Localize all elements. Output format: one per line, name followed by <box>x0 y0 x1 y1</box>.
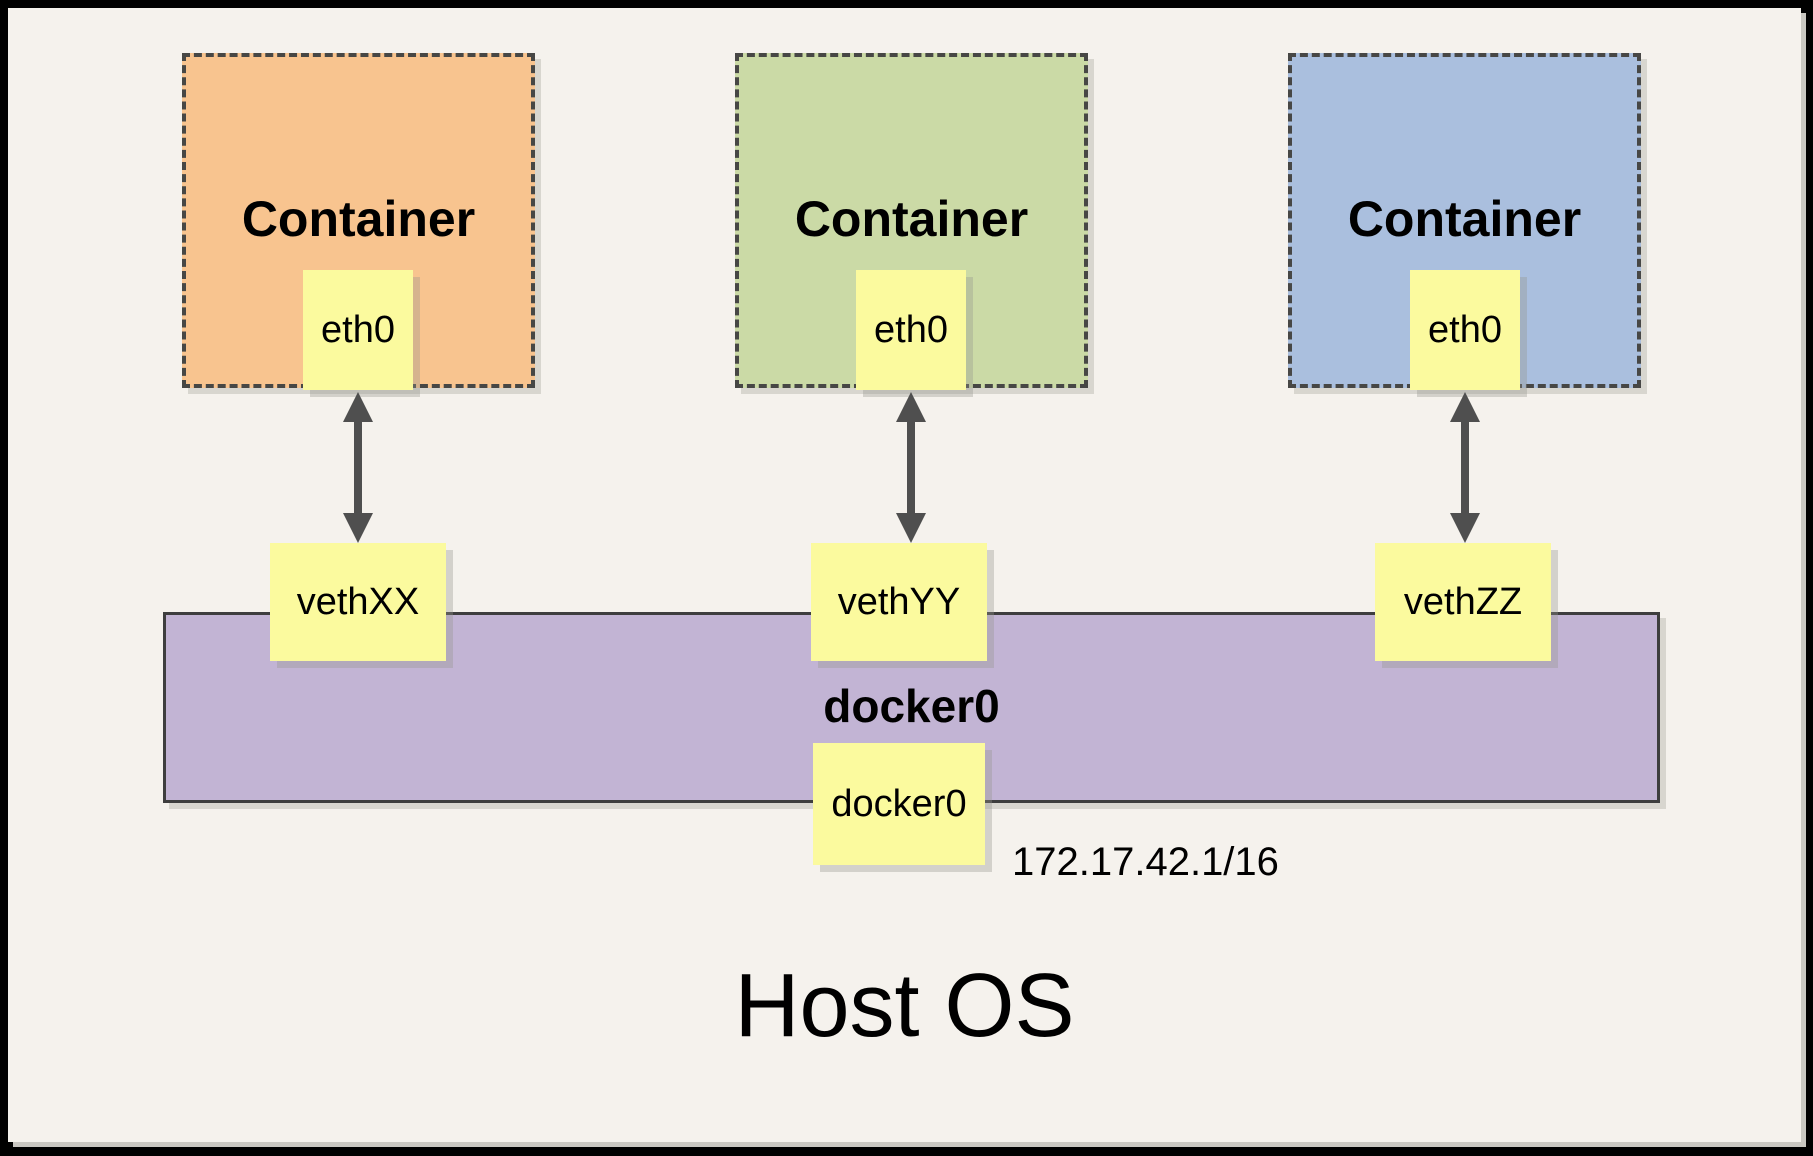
docker0-interface-note: docker0 <box>813 743 985 865</box>
veth-arrow-2 <box>896 392 926 543</box>
arrow-shaft <box>354 422 362 513</box>
vethZZ-label: vethZZ <box>1403 580 1523 623</box>
arrowhead-down-icon <box>343 513 373 543</box>
vethZZ-note: vethZZ <box>1375 543 1551 661</box>
container-2-label: Container <box>794 191 1029 247</box>
bridge-ip-address: 172.17.42.1/16 <box>1012 840 1279 884</box>
container-3-label: Container <box>1347 191 1582 247</box>
eth0-label-3: eth0 <box>1428 308 1502 351</box>
vethXX-note: vethXX <box>270 543 446 661</box>
eth0-note-3: eth0 <box>1410 270 1520 390</box>
arrowhead-down-icon <box>1450 513 1480 543</box>
host-os-title: Host OS <box>734 956 1075 1056</box>
eth0-note-1: eth0 <box>303 270 413 390</box>
eth0-label-2: eth0 <box>874 308 948 351</box>
docker0-interface-label: docker0 <box>831 782 967 825</box>
arrow-shaft <box>907 422 915 513</box>
arrowhead-up-icon <box>1450 392 1480 422</box>
host-os-page: Container Container Container eth0 eth0 … <box>8 8 1801 1142</box>
arrowhead-up-icon <box>343 392 373 422</box>
vethXX-label: vethXX <box>296 580 420 623</box>
container-1-label: Container <box>241 191 476 247</box>
veth-arrow-3 <box>1450 392 1480 543</box>
veth-arrow-1 <box>343 392 373 543</box>
docker0-bridge-label: docker0 <box>823 680 1000 732</box>
arrow-shaft <box>1461 422 1469 513</box>
arrowhead-up-icon <box>896 392 926 422</box>
vethYY-note: vethYY <box>811 543 987 661</box>
eth0-label-1: eth0 <box>321 308 395 351</box>
vethYY-label: vethYY <box>837 580 961 623</box>
arrowhead-down-icon <box>896 513 926 543</box>
eth0-note-2: eth0 <box>856 270 966 390</box>
